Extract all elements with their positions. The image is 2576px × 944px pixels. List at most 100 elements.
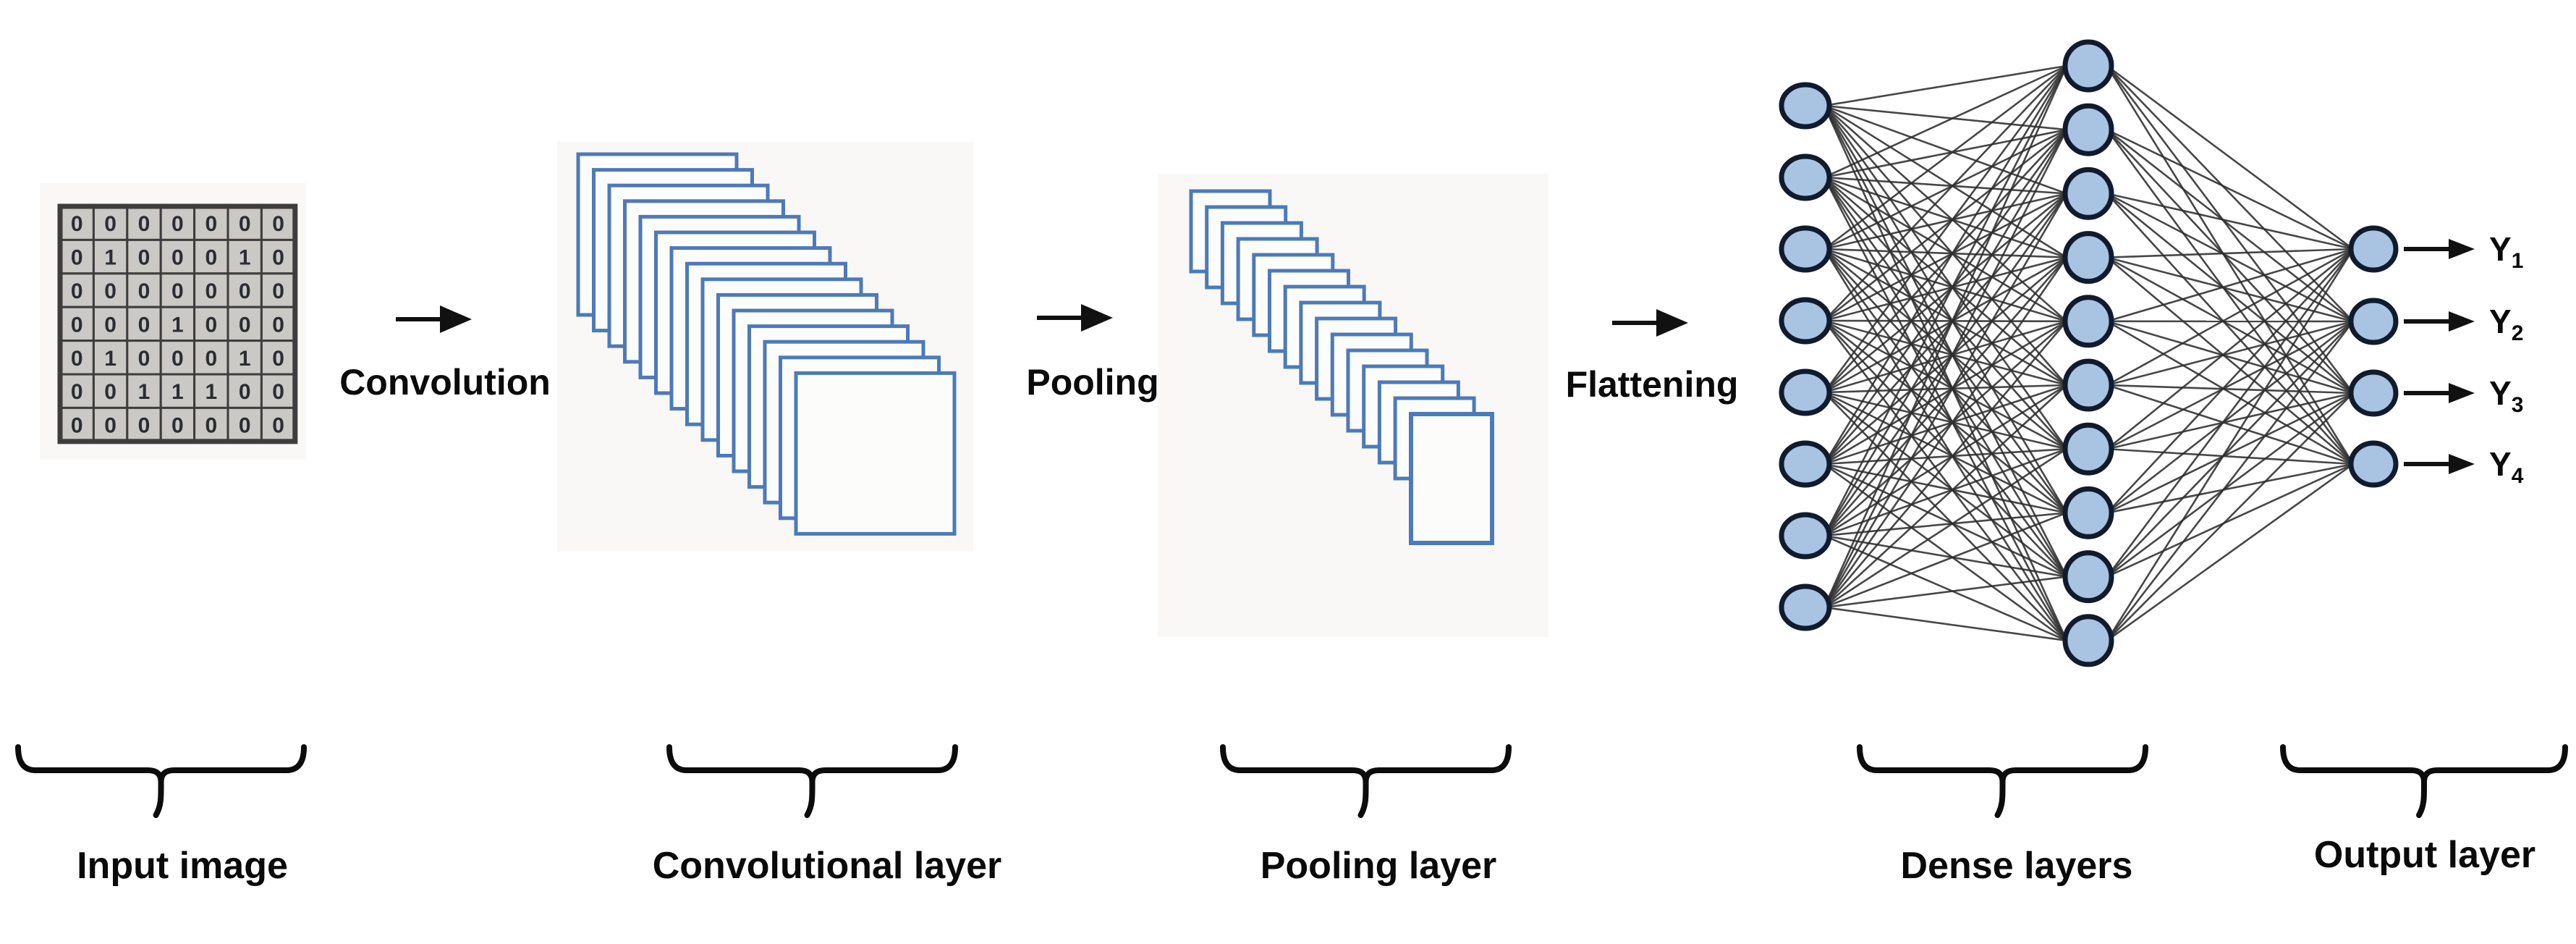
grid-cell-value: 1 [171,313,184,337]
grid-cell-value: 0 [272,246,284,270]
grid-cell-value: 0 [138,279,151,303]
grid-cell-value: 1 [138,380,151,404]
grid-cell-value: 0 [239,212,251,236]
grid-cell [260,205,297,241]
grid-cell [260,373,297,409]
output-arrow [2404,239,2475,259]
dense-layer1-node [1779,583,1832,631]
grid-cell [193,340,229,376]
dense-layer2-node [2062,422,2114,476]
grid-cell-value: 0 [138,313,151,337]
grid-cell-value: 0 [272,380,284,404]
output-node [2348,369,2399,417]
dense-layer1-node [1779,440,1832,488]
pooling-step-label: Pooling [1026,362,1159,403]
output-arrow [2404,311,2475,332]
grid-cell-value: 0 [272,414,284,438]
dense-layer1-node [1779,225,1832,273]
grid-cell-value: 1 [171,380,184,404]
dense-layer2-node [2062,358,2114,412]
grid-cell-value: 0 [205,279,217,303]
grid-cell-value: 0 [138,246,151,270]
flow-arrows [396,304,1688,337]
convolutional-layer-brace [666,744,958,818]
dense-layer2-node [2062,550,2114,604]
dense-layer2-node [2062,167,2114,220]
grid-cell [126,238,162,275]
flattening-step-label: Flattening [1565,364,1739,405]
grid-cell-value: 0 [71,313,83,337]
grid-cell-value: 0 [104,414,116,438]
grid-cell-value: 0 [71,246,83,270]
dense-layer2-node [2062,231,2114,285]
grid-cell [126,272,162,308]
pooling-layer-stack [1189,189,1494,545]
dense-layer1-node [1779,368,1832,416]
output-arrow [2404,383,2475,403]
grid-cell-value: 0 [104,279,116,303]
dense-layer2-node [2062,103,2114,156]
grid-cell-value: 0 [138,212,151,236]
dense-layer1-node [1779,297,1832,345]
dense-layer2-node [2062,295,2114,348]
grid-cell-value: 0 [171,414,184,438]
output-node [2348,298,2399,345]
grid-cell-value: 0 [205,347,217,371]
output-label-y4: Y4 [2489,445,2524,489]
grid-cell-value: 1 [104,246,116,270]
grid-cell-value: 0 [272,279,284,303]
grid-cell-value: 0 [104,380,116,404]
convolutional-layer-stack [576,152,957,536]
grid-cell-value: 1 [239,246,251,270]
output-layer-label: Output layer [2313,834,2536,876]
grid-cell [193,305,229,342]
grid-cell-value: 0 [205,414,217,438]
network-edges [1823,64,2355,642]
pooling-arrow [1037,304,1113,332]
convolution-step-label: Convolution [339,362,551,403]
grid-cell-value: 0 [71,347,83,371]
grid-cell-value: 1 [104,347,116,371]
section-braces [15,744,2568,818]
grid-cell-value: 0 [239,279,251,303]
grid-cell-value: 0 [272,212,284,236]
dense-layer2-node [2062,614,2114,667]
convolution-arrow [396,305,472,333]
grid-cell-value: 0 [205,313,217,337]
grid-cell-value: 0 [239,380,251,404]
dense-layers-brace [1857,744,2148,818]
grid-cell [92,373,129,409]
grid-cell-value: 0 [71,212,83,236]
grid-cell-value: 0 [171,279,184,303]
grid-cell-value: 0 [272,347,284,371]
dense-layer1-node [1779,153,1832,201]
grid-cell-value: 0 [138,414,151,438]
output-label-y3: Y3 [2489,374,2524,418]
dense-layer2-node [2062,486,2114,539]
grid-cell-value: 0 [239,313,251,337]
grid-cell-value: 0 [71,414,83,438]
grid-cell-value: 0 [171,246,184,270]
output-node [2348,225,2399,273]
grid-cell-value: 1 [205,380,217,404]
dense-layers-label: Dense layers [1900,845,2133,887]
grid-cell-value: 0 [171,347,184,371]
grid-cell-value: 0 [205,212,217,236]
output-arrow [2404,454,2475,474]
convolutional-layer-label: Convolutional layer [652,845,1002,887]
output-label-y2: Y2 [2489,303,2524,346]
input-image-brace [15,744,307,818]
output-label-y1: Y1 [2489,230,2524,274]
dense-layer1-node [1779,512,1832,560]
grid-cell [260,340,297,376]
grid-cell-value: 0 [138,347,151,371]
feature-map-sheet [794,371,957,536]
input-image-label: Input image [77,845,288,887]
grid-cell-value: 0 [71,380,83,404]
grid-cell-value: 0 [205,246,217,270]
grid-cell-value: 0 [272,313,284,337]
grid-cell-value: 0 [104,212,116,236]
